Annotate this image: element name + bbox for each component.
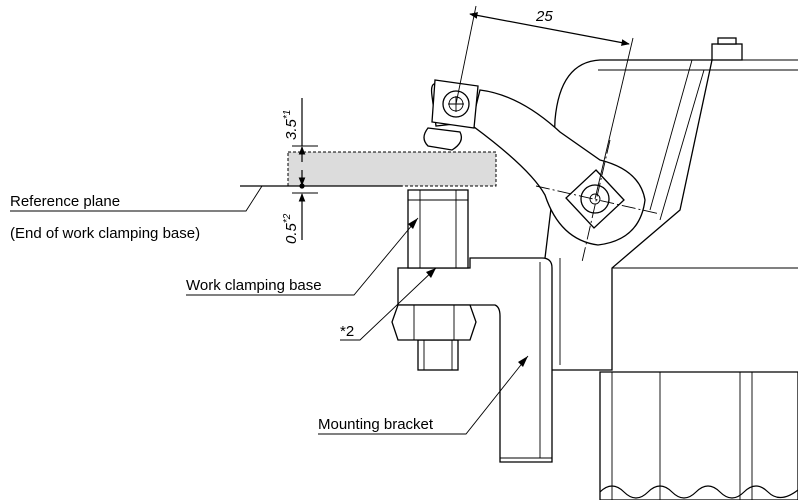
clamp-stroke-zone	[287, 151, 497, 187]
work-clamping-base-callout: Work clamping base	[186, 217, 419, 296]
clamp-lever-arm	[423, 79, 661, 263]
dimension-lower-value: 0.5*2	[282, 213, 300, 244]
dimension-upper-value: 3.5*1	[282, 110, 300, 140]
dimension-25: 25	[455, 5, 634, 200]
reference-plane-callout: Reference plane (End of work clamping ba…	[10, 185, 263, 242]
reference-plane-note: (End of work clamping base)	[10, 225, 200, 242]
reference-plane-label: Reference plane	[10, 193, 120, 210]
work-clamping-base-label: Work clamping base	[186, 277, 322, 294]
dimension-top-value: 25	[535, 8, 553, 25]
note-2-callout: *2	[340, 267, 437, 341]
clamp-cylinder-body	[544, 37, 798, 500]
note-2-label: *2	[340, 323, 354, 340]
mounting-bracket-callout: Mounting bracket	[318, 355, 529, 435]
reference-plane-dimensions	[240, 98, 402, 240]
work-clamping-base-shape	[391, 189, 477, 371]
mounting-bracket-label: Mounting bracket	[318, 416, 434, 433]
mounting-bracket-shape	[397, 257, 553, 463]
